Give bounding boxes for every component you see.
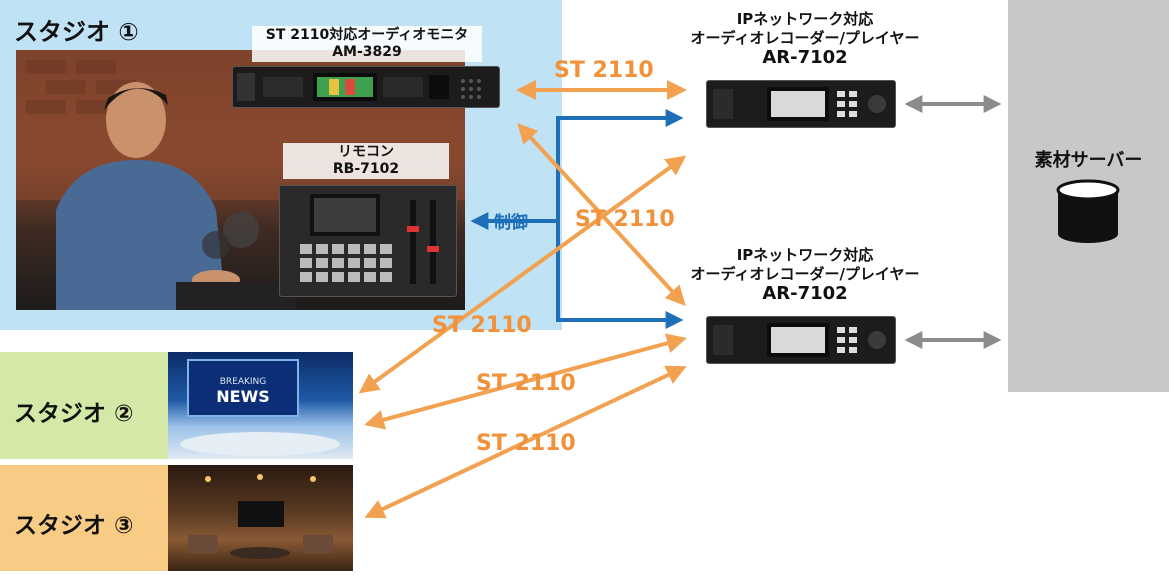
st2110-label-studio2: ST 2110 (476, 371, 576, 396)
studio2-title: スタジオ ② (14, 401, 134, 427)
ar-7102-1-label: IPネットワーク対応 オーディオレコーダー/プレイヤー AR-7102 (660, 10, 950, 67)
rb-7102-label: リモコン RB-7102 (283, 143, 449, 179)
studio1-photo (16, 50, 465, 310)
studio2-photo: BREAKING NEWS (168, 352, 353, 459)
ar-7102-2-name-line2: オーディオレコーダー/プレイヤー (690, 265, 920, 283)
control-label: 制御 (494, 213, 528, 233)
rb-7102-name: リモコン (338, 144, 394, 160)
rb-7102-model: RB-7102 (332, 161, 400, 177)
st2110-label-left: ST 2110 (432, 313, 532, 338)
am-3829-device (232, 66, 500, 108)
ar-7102-device-2 (706, 316, 896, 364)
ar-7102-2-name-line1: IPネットワーク対応 (736, 246, 874, 264)
am-3829-name: ST 2110対応オーディオモニタ (265, 27, 469, 43)
ar-7102-2-front-panel (713, 323, 886, 357)
studio3-photo (168, 465, 353, 571)
st2110-label-studio3: ST 2110 (476, 431, 576, 456)
st2110-label-middle: ST 2110 (575, 207, 675, 232)
am-3829-label: ST 2110対応オーディオモニタ AM-3829 (252, 26, 482, 62)
ar-7102-1-name-line2: オーディオレコーダー/プレイヤー (690, 29, 920, 47)
st2110-arrow-studio2-ar1 (358, 155, 687, 394)
st2110-arrow-studio3-ar2 (364, 365, 687, 519)
ar-7102-2-label: IPネットワーク対応 オーディオレコーダー/プレイヤー AR-7102 (660, 246, 950, 303)
studio3-photo-art (188, 474, 333, 559)
studio2-photo-art: BREAKING NEWS (180, 359, 340, 456)
studio2-area (0, 352, 168, 459)
studio3-area (0, 465, 168, 571)
st2110-label-top: ST 2110 (554, 58, 654, 83)
studio3-title: スタジオ ③ (14, 513, 134, 539)
studio1-title: スタジオ ① (14, 18, 139, 46)
ar-7102-1-front-panel (713, 87, 886, 121)
material-server-label: 素材サーバー (1034, 150, 1143, 171)
database-icon (1056, 179, 1120, 243)
ar-7102-device-1 (706, 80, 896, 128)
ar-7102-1-model: AR-7102 (762, 47, 848, 68)
am-3829-front-panel (237, 73, 481, 101)
news-overlay-line2: NEWS (216, 387, 270, 406)
am-3829-model: AM-3829 (332, 44, 402, 60)
ar-7102-2-model: AR-7102 (762, 283, 848, 304)
news-overlay-line1: BREAKING (220, 377, 267, 387)
ar-7102-1-name-line1: IPネットワーク対応 (736, 10, 874, 28)
